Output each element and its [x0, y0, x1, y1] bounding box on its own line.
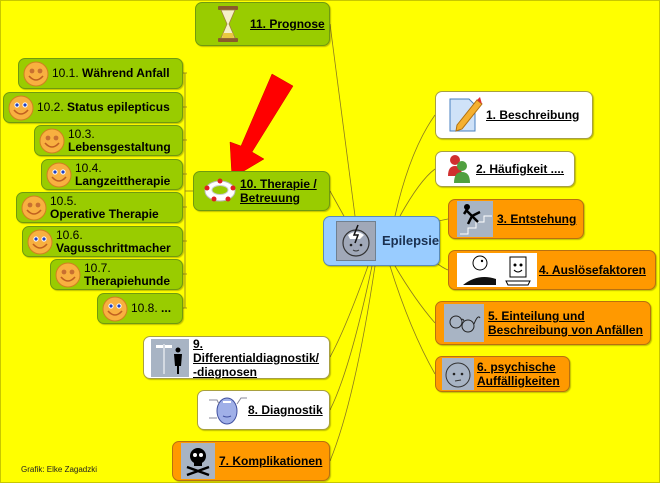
smiley-icon — [21, 195, 47, 221]
people-icon — [442, 154, 476, 184]
skull-crossbones-icon — [181, 443, 215, 479]
node-label: 1. Beschreibung — [486, 108, 580, 122]
smiley-icon — [23, 61, 49, 87]
node-therapy-child[interactable]: 10.5.Operative Therapie — [16, 192, 183, 223]
smiley-icon — [8, 95, 34, 121]
node-label: 3. Entstehung — [497, 212, 577, 226]
node-therapy-child[interactable]: 10.8. ... — [97, 293, 183, 324]
node-label: 7. Komplikationen — [219, 454, 323, 468]
hourglass-icon — [206, 5, 250, 43]
node-label: 2. Häufigkeit .... — [476, 162, 565, 176]
smiley-icon — [55, 262, 81, 288]
glasses-icon — [444, 304, 484, 342]
node-entstehung[interactable]: 3. Entstehung — [448, 199, 584, 239]
node-diagnostik[interactable]: 8. Diagnostik — [197, 390, 330, 430]
node-therapy-child[interactable]: 10.7.Therapiehunde — [50, 259, 183, 290]
falling-stairs-icon — [457, 201, 493, 237]
face-lightning-icon — [336, 221, 376, 261]
credit-text: Grafik: Elke Zagadzki — [21, 465, 98, 474]
node-therapy-child[interactable]: 10.2. Status epilepticus — [3, 92, 183, 123]
node-label: 8. Diagnostik — [248, 403, 323, 417]
node-label: 11. Prognose — [250, 17, 325, 31]
node-therapy-child[interactable]: 10.4.Langzeittherapie — [41, 159, 183, 190]
signpost-person-icon — [151, 338, 189, 377]
node-ausloesefaktoren[interactable]: 4. Auslösefaktoren — [448, 250, 656, 290]
node-prognose[interactable]: 11. Prognose — [195, 2, 330, 46]
central-label: Epilepsie — [382, 233, 440, 248]
document-pencil-icon — [444, 95, 486, 135]
lifebuoy-icon — [202, 178, 238, 204]
node-therapy-child[interactable]: 10.6.Vagusschrittmacher — [22, 226, 183, 257]
node-label: 4. Auslösefaktoren — [539, 263, 646, 277]
cartoon-computer-icon — [457, 253, 537, 287]
red-arrow-icon — [229, 73, 294, 179]
node-therapy-child[interactable]: 10.1. Während Anfall — [18, 58, 183, 89]
central-node-epilepsie[interactable]: Epilepsie — [323, 216, 440, 266]
smiley-icon — [39, 128, 65, 154]
smiley-icon — [27, 229, 53, 255]
smiley-icon — [102, 296, 128, 322]
node-komplikationen[interactable]: 7. Komplikationen — [172, 441, 330, 481]
face-icon — [442, 358, 474, 390]
node-haeufigkeit[interactable]: 2. Häufigkeit .... — [435, 151, 575, 187]
node-therapie-betreuung[interactable]: 10. Therapie /Betreuung — [193, 171, 330, 211]
node-therapy-child[interactable]: 10.3.Lebensgestaltung — [34, 125, 183, 156]
node-beschreibung[interactable]: 1. Beschreibung — [435, 91, 593, 139]
node-differentialdiagnostik[interactable]: 9.Differentialdiagnostik/-diagnosen — [143, 336, 330, 379]
smiley-icon — [46, 162, 72, 188]
head-diagnostic-icon — [206, 392, 248, 428]
